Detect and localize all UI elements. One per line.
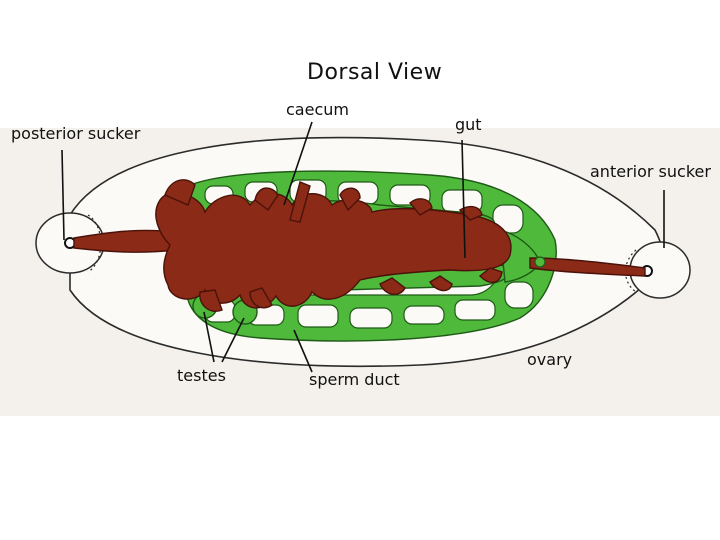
label-caecum: caecum: [286, 102, 349, 118]
label-posterior-sucker: posterior sucker: [11, 126, 140, 142]
ovary-shape: [535, 257, 545, 267]
label-gut: gut: [455, 117, 482, 133]
label-ovary: ovary: [527, 352, 572, 368]
diagram-title: Dorsal View: [307, 62, 442, 84]
label-sperm-duct: sperm duct: [309, 372, 400, 388]
label-anterior-sucker: anterior sucker: [590, 164, 711, 180]
label-testes: testes: [177, 368, 226, 384]
